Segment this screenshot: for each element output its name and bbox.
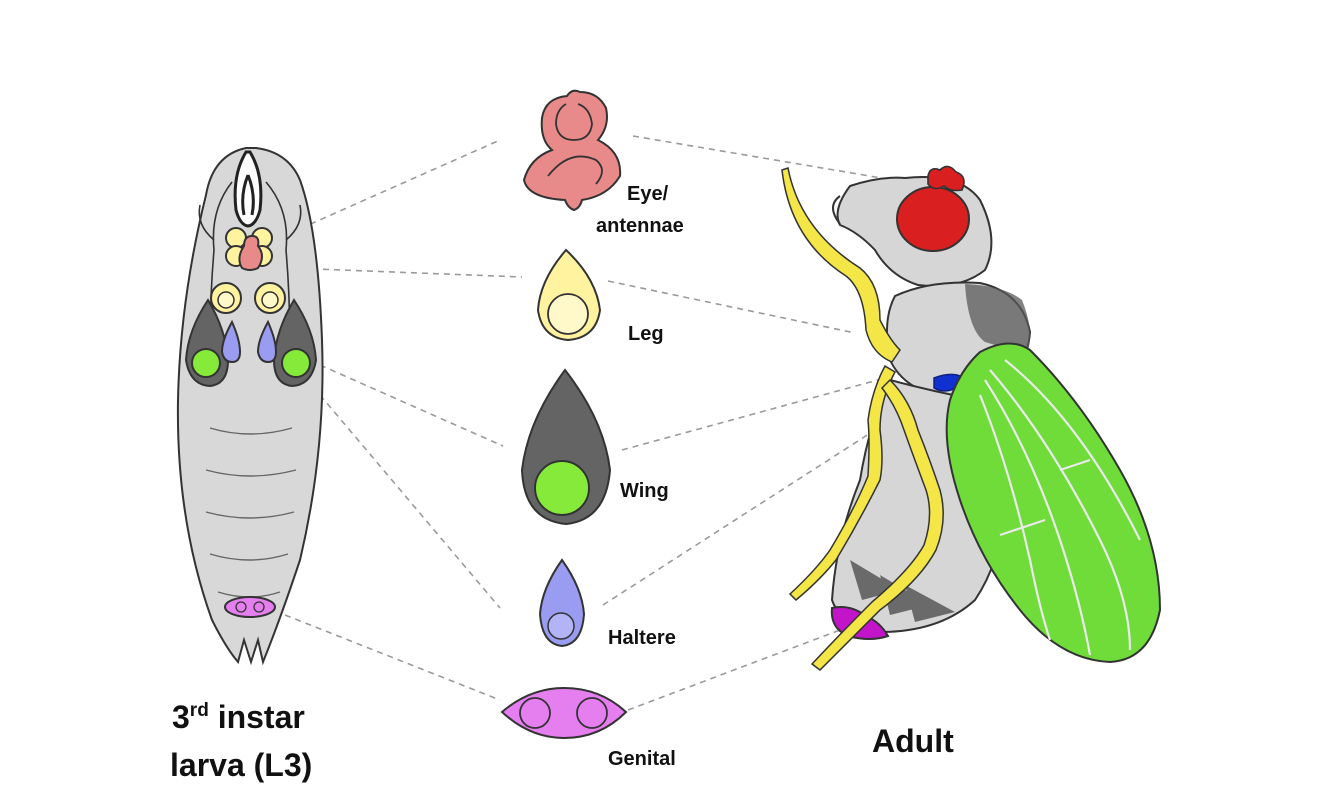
adult-eye bbox=[896, 186, 970, 252]
label-genital: Genital bbox=[608, 748, 676, 770]
adult-leg-hind bbox=[810, 378, 944, 671]
connector-leg-adult bbox=[607, 280, 856, 334]
disc-eye-antenna bbox=[522, 89, 622, 212]
label-adult: Adult bbox=[872, 723, 954, 759]
adult-antenna-arista bbox=[832, 195, 841, 225]
larva-genital-disc bbox=[224, 596, 276, 618]
adult-leg-front bbox=[781, 167, 901, 363]
larva-segment bbox=[209, 553, 289, 561]
label-larva-prefix: 3 bbox=[172, 699, 190, 735]
label-haltere: Haltere bbox=[608, 627, 676, 649]
label-eye-line1: Eye/ bbox=[627, 183, 669, 205]
connector-larva-genital bbox=[284, 614, 501, 701]
larva-spiracle-left bbox=[198, 204, 215, 241]
disc-genital bbox=[500, 686, 628, 740]
adult-leg-middle bbox=[788, 364, 896, 602]
label-wing: Wing bbox=[620, 480, 669, 502]
label-eye-line2: antennae bbox=[596, 215, 684, 237]
larva-wing-pouch-right bbox=[281, 348, 311, 378]
connector-larva-haltere bbox=[319, 394, 501, 609]
label-leg: Leg bbox=[628, 323, 664, 345]
connector-haltere-adult bbox=[602, 384, 946, 606]
label-larva-line1: 3rd instar bbox=[172, 699, 305, 735]
adult-wing bbox=[945, 342, 1162, 664]
larva-wing-pouch-left bbox=[191, 348, 221, 378]
larva-body bbox=[176, 147, 324, 666]
disc-leg bbox=[536, 248, 602, 342]
larva-eye-antenna-disc bbox=[238, 234, 263, 271]
label-larva-suffix: instar bbox=[209, 699, 305, 735]
larva-illustration bbox=[176, 147, 324, 666]
larva-segment bbox=[209, 427, 293, 435]
adult-thorax-shading bbox=[965, 284, 1030, 350]
larva-mouth-inner bbox=[241, 174, 255, 216]
adult-abdomen-stripe bbox=[905, 585, 955, 622]
disc-haltere bbox=[538, 558, 586, 648]
adult-fly-illustration bbox=[781, 165, 1162, 671]
label-larva-sup: rd bbox=[190, 700, 209, 721]
disc-wing bbox=[520, 368, 612, 526]
larva-leg-discs-lower bbox=[210, 282, 286, 314]
connector-eye-adult bbox=[632, 135, 906, 183]
larva-haltere-disc-right bbox=[256, 319, 278, 364]
adult-wing-veins bbox=[978, 359, 1141, 656]
larva-segment bbox=[205, 469, 297, 477]
adult-antennae bbox=[927, 165, 965, 192]
larva-mouth-hooks bbox=[233, 150, 263, 228]
connector-larva-leg bbox=[289, 267, 523, 278]
larva-segment bbox=[205, 511, 295, 519]
label-larva-line2: larva (L3) bbox=[170, 747, 312, 783]
larva-haltere-disc-left bbox=[220, 319, 242, 364]
connector-larva-wing bbox=[319, 364, 504, 447]
connector-larva-eye bbox=[269, 139, 501, 243]
larva-spiracle-right bbox=[285, 204, 302, 241]
connector-genital-adult bbox=[627, 629, 841, 711]
